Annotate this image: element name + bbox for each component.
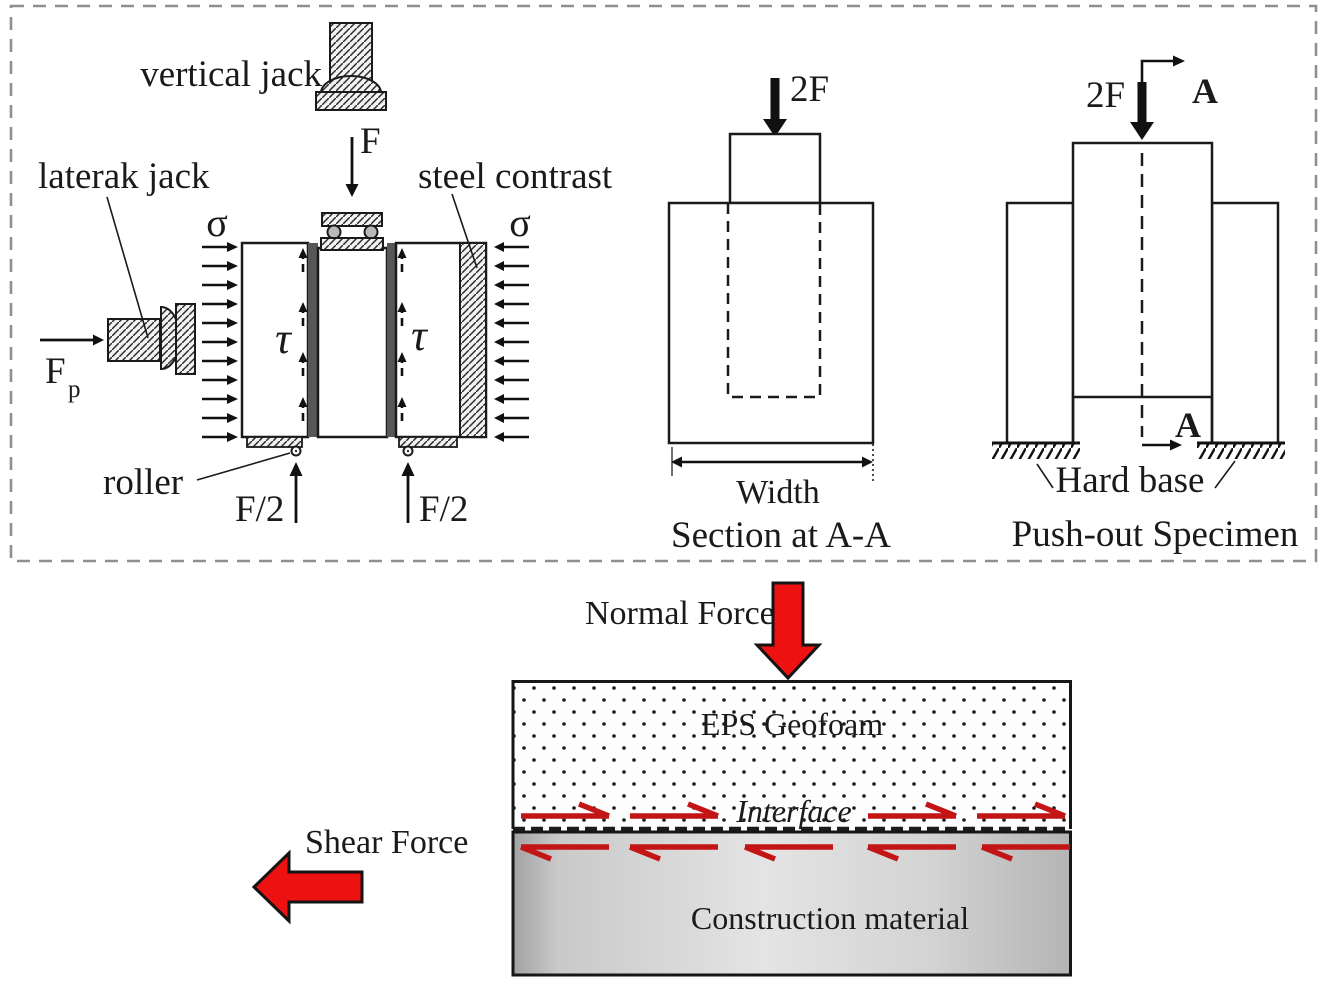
pushout-left-column bbox=[1005, 201, 1075, 445]
pushout-2f-arrow bbox=[1130, 82, 1154, 140]
tau-left-label: τ bbox=[275, 314, 293, 363]
lateral-jack-label: laterak jack bbox=[38, 156, 210, 197]
left-roller-pin bbox=[294, 449, 298, 453]
sigma-right-arrows bbox=[492, 240, 531, 444]
lateral-jack-leader bbox=[106, 196, 149, 339]
steel-contrast-label: steel contrast bbox=[418, 156, 613, 197]
section-main-block bbox=[667, 201, 875, 445]
interface-label: Interface bbox=[735, 793, 852, 829]
center-column-block bbox=[316, 246, 389, 439]
f2-left-arrow bbox=[288, 460, 304, 525]
tau-right-label: τ bbox=[411, 311, 429, 360]
sigma-right-label: σ bbox=[509, 200, 531, 245]
vertical-jack-graphic bbox=[315, 22, 387, 111]
section-aa-panel: 2F Width Section at A-A bbox=[667, 69, 891, 556]
pushout-right-column bbox=[1210, 201, 1280, 445]
force-f-label: F bbox=[360, 121, 381, 162]
force-f-arrow bbox=[345, 137, 359, 197]
pushout-2f-label: 2F bbox=[1086, 75, 1125, 116]
section-hidden-outline bbox=[726, 203, 822, 399]
loading-cap bbox=[320, 212, 384, 251]
normal-force-arrow bbox=[753, 581, 823, 681]
section-caption: Section at A-A bbox=[671, 515, 891, 556]
pushout-caption: Push-out Specimen bbox=[1012, 514, 1299, 555]
cap-roller-2 bbox=[363, 224, 379, 240]
section-2f-arrow bbox=[763, 78, 787, 137]
width-label: Width bbox=[736, 474, 820, 511]
steel-contrast-leader bbox=[451, 193, 478, 269]
section-2f-label: 2F bbox=[790, 69, 829, 110]
hard-base-right bbox=[1197, 441, 1285, 459]
hard-base-left bbox=[992, 441, 1080, 459]
left-roller-plate bbox=[246, 436, 303, 448]
f2-left-label: F/2 bbox=[235, 489, 284, 530]
right-roller-pin bbox=[406, 449, 410, 453]
hard-base-leader-right bbox=[1214, 460, 1236, 489]
right-roller-plate bbox=[398, 436, 458, 448]
vertical-jack-label: vertical jack bbox=[140, 54, 322, 95]
lateral-jack-graphic bbox=[107, 303, 196, 375]
steel-contrast-strip bbox=[459, 242, 487, 438]
normal-force-label: Normal Force bbox=[585, 595, 775, 632]
section-cut-arrow-bottom bbox=[1142, 439, 1182, 451]
roller-label: roller bbox=[103, 462, 183, 503]
direct-shear-apparatus-panel: vertical jack F laterak jack F p σ σ bbox=[38, 22, 613, 530]
interface-strip-right bbox=[387, 243, 396, 437]
f2-right-label: F/2 bbox=[419, 489, 468, 530]
roller-leader bbox=[196, 452, 291, 481]
eps-geofoam-block bbox=[511, 680, 1072, 829]
sigma-left-label: σ bbox=[206, 200, 228, 245]
hard-base-leader-left bbox=[1036, 463, 1054, 489]
fp-subscript: p bbox=[68, 376, 81, 403]
cap-roller-1 bbox=[326, 224, 342, 240]
shear-force-arrow bbox=[251, 849, 364, 925]
construction-material-label: Construction material bbox=[691, 900, 969, 936]
section-marker-bottom: A bbox=[1175, 405, 1201, 445]
section-cut-arrow-top bbox=[1140, 55, 1185, 84]
section-marker-top: A bbox=[1192, 71, 1218, 111]
sigma-left-arrows bbox=[200, 240, 240, 444]
push-out-specimen-panel: A 2F A Hard base Push-out Specimen bbox=[992, 55, 1299, 555]
shear-force-label: Shear Force bbox=[305, 824, 468, 861]
eps-geofoam-label: EPS Geofoam bbox=[701, 706, 883, 742]
panel-dashed-border bbox=[9, 4, 1318, 563]
width-dimension bbox=[671, 444, 874, 483]
fp-label: F bbox=[45, 351, 66, 392]
section-top-block bbox=[728, 132, 822, 205]
interface-strip-left bbox=[308, 243, 318, 437]
construction-material-block bbox=[511, 830, 1072, 977]
interface-mechanism-panel: Normal Force Shear Force EPS Geofoam Int… bbox=[251, 581, 1072, 977]
fp-arrow bbox=[40, 334, 104, 346]
f2-right-arrow bbox=[400, 460, 416, 525]
hard-base-label: Hard base bbox=[1056, 460, 1205, 501]
